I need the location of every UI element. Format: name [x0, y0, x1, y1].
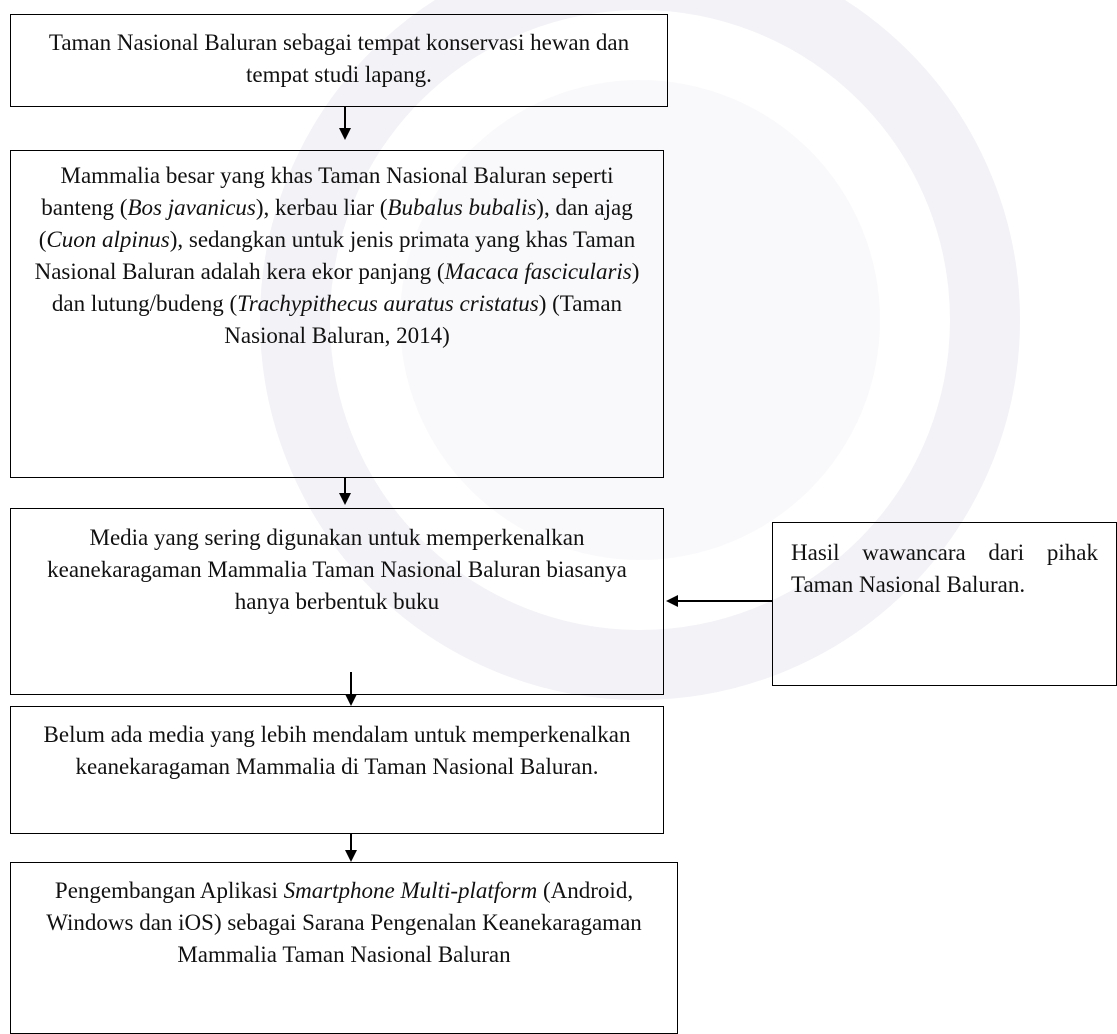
arrow-head-1: [339, 128, 351, 140]
box-context: Taman Nasional Baluran sebagai tempat ko…: [10, 14, 668, 107]
arrow-head-side: [666, 595, 678, 607]
box-development: Pengembangan Aplikasi Smartphone Multi-p…: [10, 862, 678, 1034]
box-development-text: Pengembangan Aplikasi Smartphone Multi-p…: [46, 878, 642, 967]
box-media-text: Media yang sering digunakan untuk memper…: [47, 525, 627, 614]
connector-line-2: [344, 478, 346, 498]
box-gap: Belum ada media yang lebih mendalam untu…: [10, 706, 664, 834]
box-mammals: Mammalia besar yang khas Taman Nasional …: [10, 150, 664, 478]
arrow-head-3: [345, 694, 357, 706]
arrow-head-4: [345, 850, 357, 862]
connector-line-3: [350, 672, 352, 700]
arrow-head-2: [339, 493, 351, 505]
box-interview: Hasil wawancara dari pihak Taman Nasiona…: [772, 522, 1117, 686]
box-gap-text: Belum ada media yang lebih mendalam untu…: [43, 722, 631, 779]
box-mammals-text: Mammalia besar yang khas Taman Nasional …: [34, 163, 640, 348]
connector-line-1: [344, 107, 346, 132]
box-interview-text: Hasil wawancara dari pihak Taman Nasiona…: [791, 540, 1098, 597]
connector-line-side: [676, 600, 772, 602]
box-media: Media yang sering digunakan untuk memper…: [10, 508, 664, 695]
box-context-text: Taman Nasional Baluran sebagai tempat ko…: [48, 30, 630, 87]
connector-line-4: [350, 834, 352, 854]
